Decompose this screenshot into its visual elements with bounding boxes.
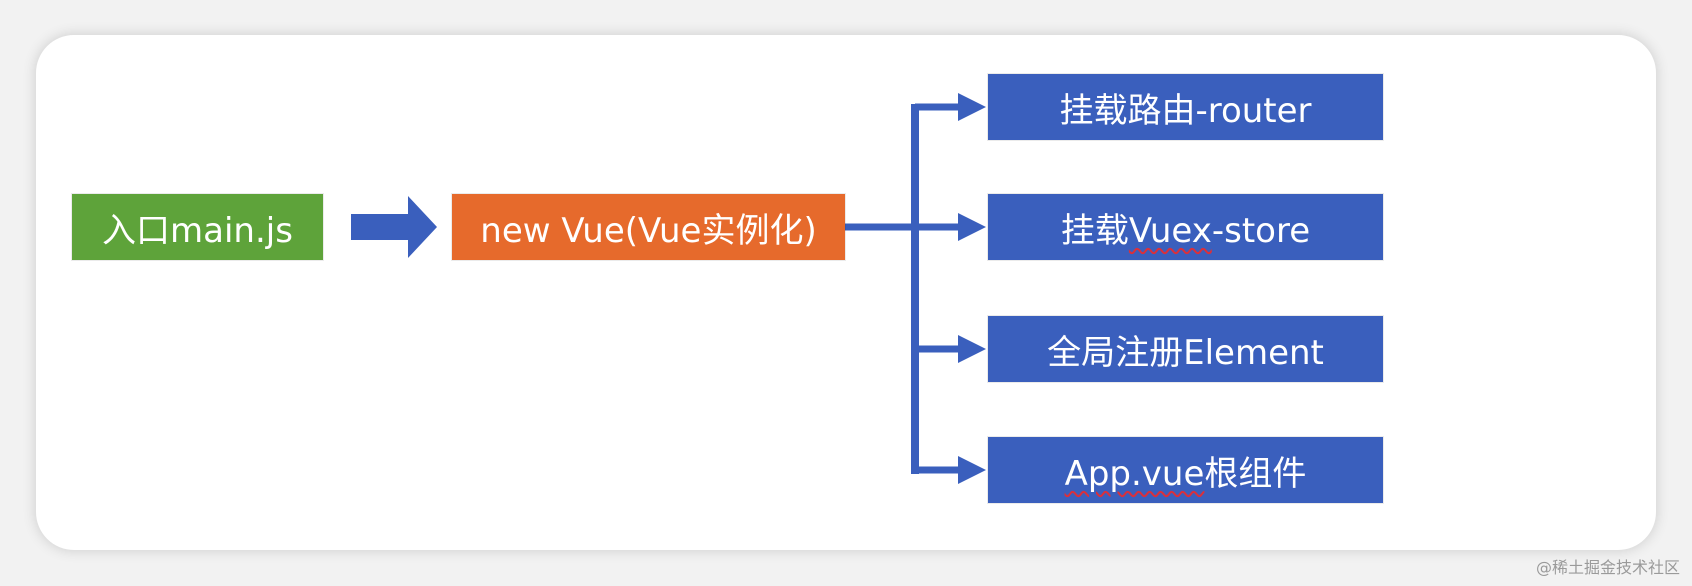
entry-label: 入口main.js: [102, 210, 293, 251]
spellcheck-mark: App.vue: [1064, 453, 1205, 494]
vuex-node: 挂载Vuex-store: [988, 194, 1383, 260]
branch-arrow-router: [915, 93, 986, 121]
app-root-node: App.vue根组件: [988, 437, 1383, 503]
element-node: 全局注册Element: [988, 316, 1383, 382]
element-label: 全局注册Element: [1047, 332, 1324, 373]
router-node: 挂载路由-router: [988, 74, 1383, 140]
branch-arrow-element: [915, 335, 986, 363]
spellcheck-mark: Vuex: [1128, 210, 1212, 251]
vue-instance-node: new Vue(Vue实例化): [452, 194, 845, 260]
branch-arrow-vuex: [915, 213, 986, 241]
vuex-label: 挂载Vuex-store: [1060, 210, 1311, 251]
router-label: 挂载路由-router: [1059, 90, 1312, 131]
watermark: @稀土掘金技术社区: [1535, 558, 1680, 577]
diagram-card: [36, 35, 1656, 550]
main-flow-arrow: [351, 196, 437, 258]
vue-instance-label: new Vue(Vue实例化): [480, 210, 817, 251]
branch-arrow-app: [915, 456, 986, 484]
app-root-label: App.vue根组件: [1064, 453, 1307, 494]
entry-node: 入口main.js: [72, 194, 323, 260]
